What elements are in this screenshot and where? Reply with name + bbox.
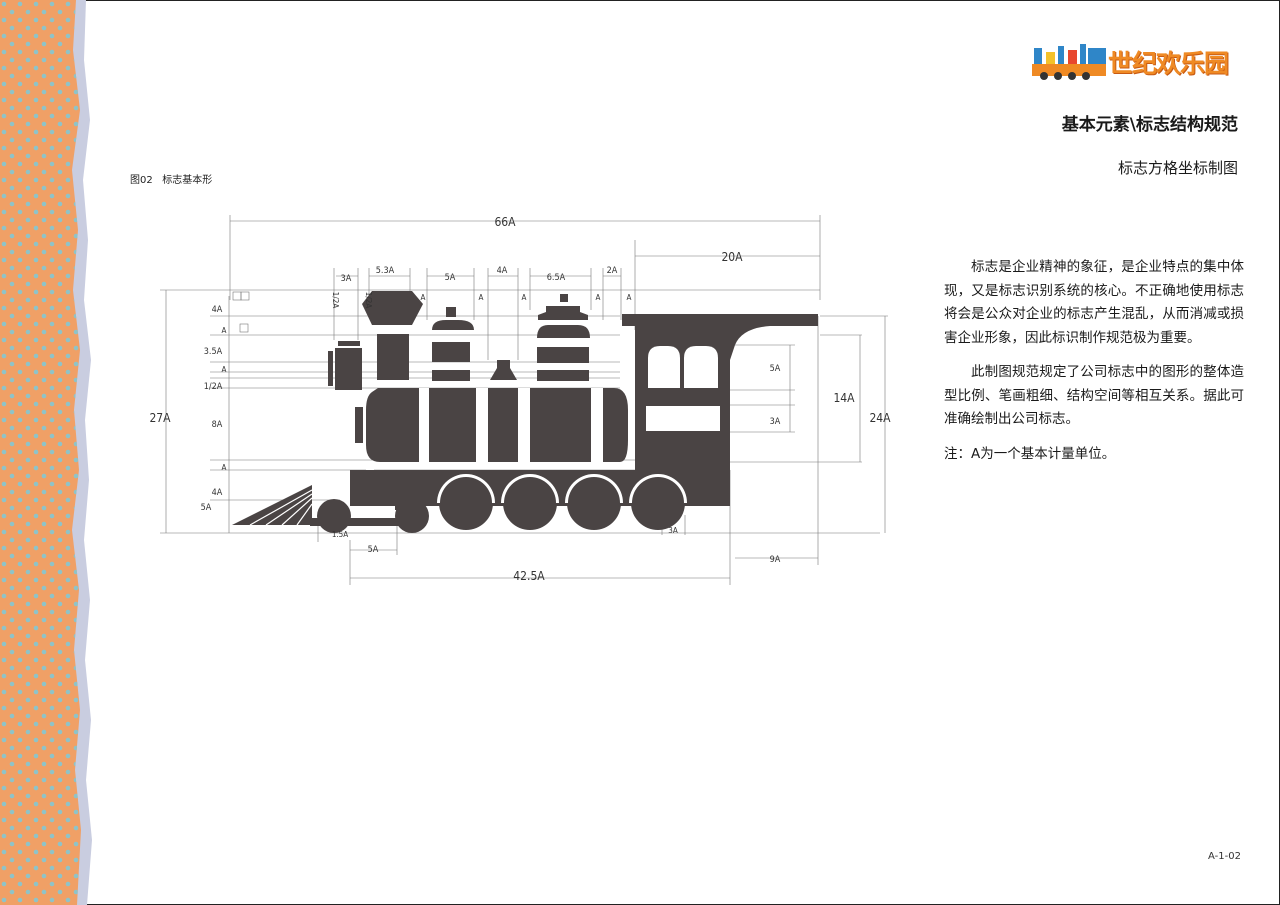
dim-half-a-2: 1/2A (364, 292, 373, 309)
dim-left-4a-bottom: 4A (212, 488, 223, 498)
dim-24a: 24A (869, 411, 891, 425)
unit-note: 注：A为一个基本计量单位。 (944, 445, 1116, 462)
description-paragraph-2: 此制图规范规定了公司标志中的图形的整体造型比例、笔画粗细、结构空间等相互关系。据… (944, 364, 1244, 427)
dim-4a-top: 4A (497, 266, 508, 276)
dim-1-5a: 1.5A (332, 530, 348, 539)
dim-a-2: A (479, 293, 484, 302)
page-subtitle: 标志方格坐标制图 (1117, 159, 1238, 177)
dim-66a: 66A (494, 215, 516, 229)
dim-bottom-3a: 3A (668, 526, 678, 535)
dim-20a: 20A (721, 250, 743, 264)
dim-cab-5a: 5A (770, 364, 781, 374)
cowcatcher (232, 485, 312, 525)
dim-6-5a: 6.5A (547, 273, 566, 283)
brand-logo (1032, 44, 1106, 80)
dim-cab-3a: 3A (770, 417, 781, 427)
page-number: A-1-02 (1208, 851, 1241, 862)
logo-construction-diagram: 66A 20A 3A 5.3A 5A 4A 6.5A 2A 1/2A 1/2A … (149, 215, 891, 585)
figure-caption: 图02 标志基本形 (130, 175, 213, 186)
dim-9a: 9A (770, 555, 781, 565)
dim-half-a-1: 1/2A (331, 292, 340, 309)
dim-bottom-5a: 5A (368, 545, 379, 555)
chimney-top (362, 291, 423, 325)
dim-27a: 27A (149, 411, 171, 425)
description-paragraph-1: 标志是企业精神的象征，是企业特点的集中体现，又是标志识别系统的核心。不正确地使用… (944, 259, 1244, 346)
dim-left-a-2: A (222, 365, 227, 374)
cowcatcher-ribs (249, 489, 313, 526)
dim-5-3a: 5.3A (376, 266, 395, 276)
brand-logo-text: 世纪欢乐园 (1108, 49, 1229, 78)
dim-left-8a: 8A (212, 420, 223, 430)
dim-left-half-a: 1/2A (204, 382, 223, 392)
dim-left-a-3: A (222, 463, 227, 472)
dim-a-1: A (421, 293, 426, 302)
dim-left-4a-top: 4A (212, 305, 223, 315)
description-text: 标志是企业精神的象征，是企业特点的集中体现，又是标志识别系统的核心。不正确地使用… (944, 256, 1244, 477)
logo-train-icon (1032, 44, 1106, 80)
decorative-side-strip (0, 0, 92, 905)
dim-2a: 2A (607, 266, 618, 276)
dim-3a: 3A (341, 274, 352, 284)
dim-left-a-1: A (222, 326, 227, 335)
dim-left-5a: 5A (201, 503, 212, 513)
dim-a-4: A (596, 293, 601, 302)
page-title: 基本元素\标志结构规范 (1061, 115, 1238, 135)
dim-a-3: A (522, 293, 527, 302)
dim-42-5a: 42.5A (513, 569, 545, 583)
dim-5a-top: 5A (445, 273, 456, 283)
dim-14a: 14A (833, 391, 855, 405)
dim-a-5: A (627, 293, 632, 302)
dim-left-3-5a: 3.5A (204, 347, 223, 357)
locomotive-cutouts (366, 346, 720, 503)
